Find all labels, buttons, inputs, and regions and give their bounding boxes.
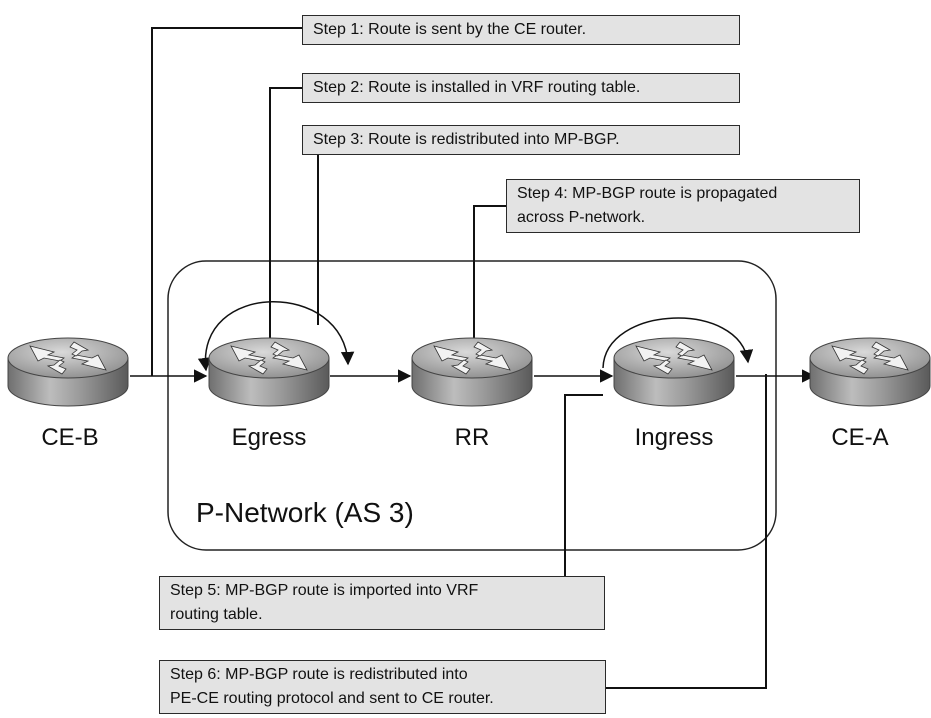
router-icon <box>208 337 330 407</box>
step-6-line-1: Step 6: MP-BGP route is redistributed in… <box>170 666 468 683</box>
router-icon <box>411 337 533 407</box>
step-5-line-2: routing table. <box>170 606 263 623</box>
label-ce-b: CE-B <box>41 424 99 451</box>
step-4-leader <box>473 205 506 353</box>
step-5-line-1: Step 5: MP-BGP route is imported into VR… <box>170 582 479 599</box>
step-4-line-2: across P-network. <box>517 209 646 226</box>
egress-loop-arrow <box>197 301 355 372</box>
loop-arrows <box>197 301 754 372</box>
step-5-leader <box>564 394 603 608</box>
router-ce-b <box>7 337 129 407</box>
router-icon <box>613 337 735 407</box>
step-3-box: Step 3: Route is redistributed into MP-B… <box>302 125 740 155</box>
p-network-boundary <box>167 260 777 551</box>
step-6-box: Step 6: MP-BGP route is redistributed in… <box>159 660 606 714</box>
step-6-leader <box>606 374 767 689</box>
router-ingress <box>613 337 735 407</box>
router-icon <box>7 337 129 407</box>
label-egress: Egress <box>231 424 307 451</box>
step-4-line-1: Step 4: MP-BGP route is propagated <box>517 185 778 202</box>
step-6-line-2: PE-CE routing protocol and sent to CE ro… <box>170 690 494 707</box>
step-3-line-1: Step 3: Route is redistributed into MP-B… <box>313 131 620 148</box>
step-1-leader <box>151 27 302 376</box>
ingress-loop-arrow <box>602 317 754 369</box>
step-5-box: Step 5: MP-BGP route is imported into VR… <box>159 576 605 630</box>
p-network-label: P-Network (AS 3) <box>196 497 414 528</box>
step-2-box: Step 2: Route is installed in VRF routin… <box>302 73 740 103</box>
label-ce-a: CE-A <box>831 424 889 451</box>
step-4-box: Step 4: MP-BGP route is propagated acros… <box>506 179 860 233</box>
router-egress <box>208 337 330 407</box>
step-2-line-1: Step 2: Route is installed in VRF routin… <box>313 79 641 96</box>
router-icon <box>809 337 931 407</box>
step-1-line-1: Step 1: Route is sent by the CE router. <box>313 21 587 38</box>
step-1-box: Step 1: Route is sent by the CE router. <box>302 15 740 45</box>
label-rr: RR <box>454 424 490 451</box>
router-rr <box>411 337 533 407</box>
step-3-leader <box>302 139 319 325</box>
step-2-leader <box>269 87 302 355</box>
router-ce-a <box>809 337 931 407</box>
label-ingress: Ingress <box>634 424 714 451</box>
